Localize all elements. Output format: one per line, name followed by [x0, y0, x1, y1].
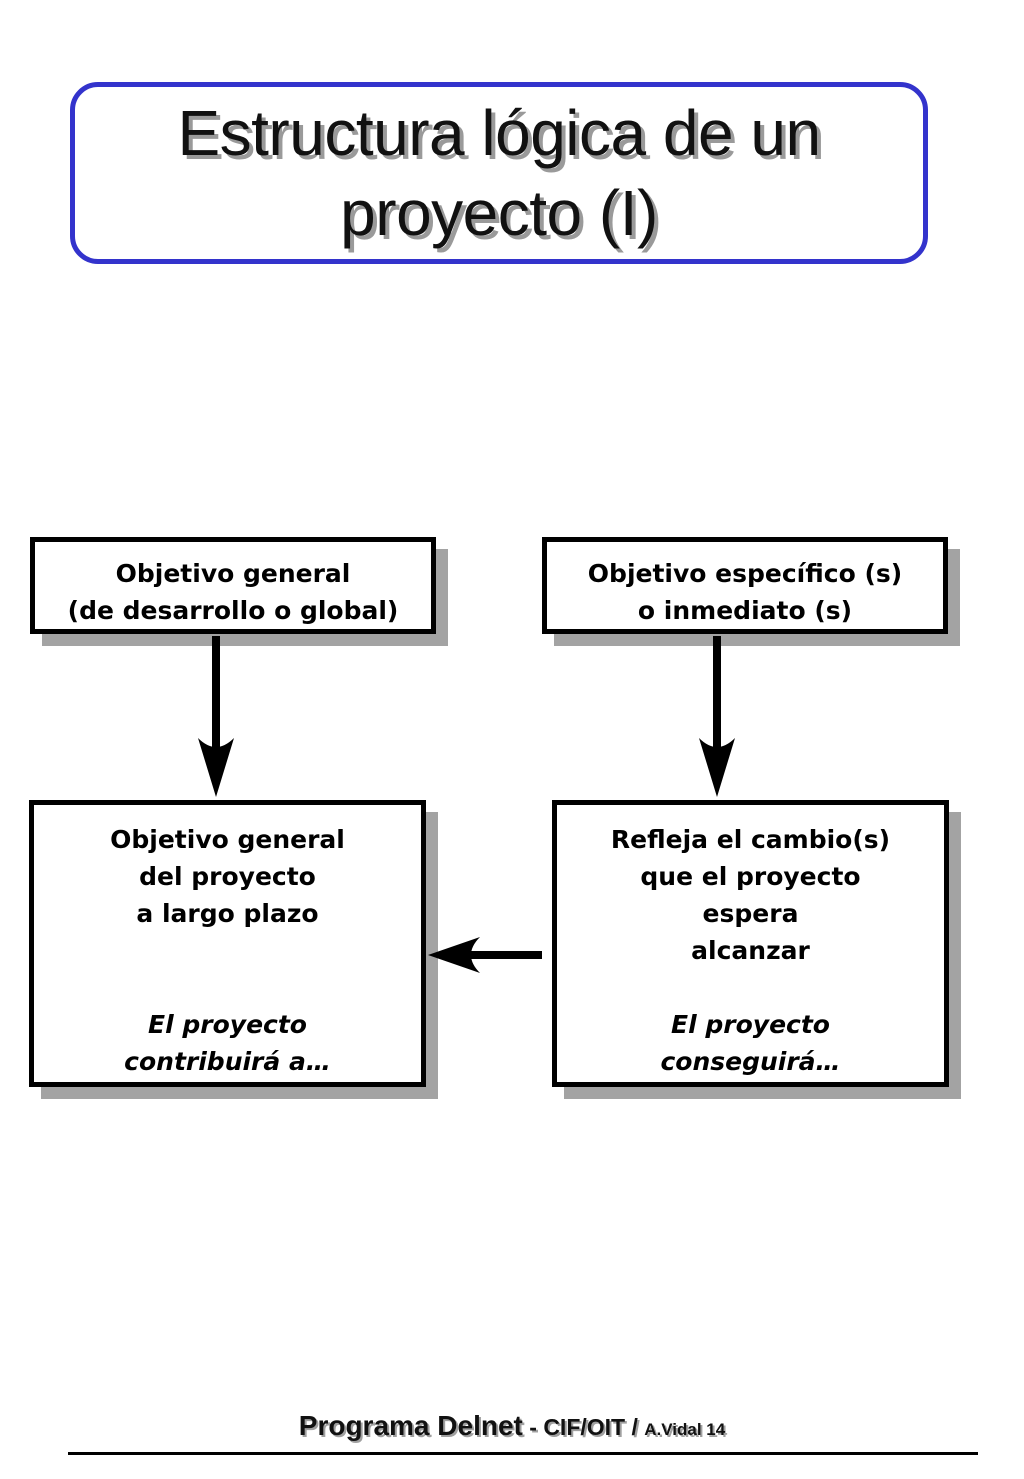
box-text: Objetivo general	[115, 559, 351, 588]
box-general-objective: Objetivo general (de desarrollo o global…	[30, 537, 436, 634]
box-text: a largo plazo	[136, 899, 319, 928]
box-general-objective-detail: Objetivo general del proyecto a largo pl…	[29, 800, 426, 1087]
box-text: Objetivo general	[110, 825, 345, 854]
footer: Programa Delnet - CIF/OIT / A.Vidal 14	[0, 1410, 1024, 1442]
box-italic-text: conseguirá…	[660, 1047, 841, 1076]
box-text: del proyecto	[139, 862, 316, 891]
arrow-left	[428, 937, 542, 973]
box-text: espera	[702, 899, 799, 928]
box-italic-text: El proyecto	[671, 1010, 830, 1039]
box-text: o inmediato (s)	[637, 596, 853, 625]
footer-separator: /	[625, 1414, 645, 1440]
box-text: Objetivo específico (s)	[587, 559, 903, 588]
box-text: alcanzar	[691, 936, 810, 965]
box-specific-objective-detail: Refleja el cambio(s) que el proyecto esp…	[552, 800, 949, 1087]
footer-org: CIF/OIT	[543, 1414, 626, 1440]
arrow-down-right	[699, 636, 735, 797]
arrow-down-left	[198, 636, 234, 797]
footer-separator: -	[522, 1414, 544, 1440]
title-line-1: Estructura lógica de un	[177, 97, 821, 169]
box-text: Refleja el cambio(s)	[610, 825, 891, 854]
title-box: Estructura lógica de un proyecto (I)	[70, 82, 928, 264]
box-specific-objective: Objetivo específico (s) o inmediato (s)	[542, 537, 948, 634]
title-line-2: proyecto (I)	[340, 177, 658, 249]
footer-program: Programa Delnet	[298, 1410, 523, 1441]
box-text: que el proyecto	[640, 862, 861, 891]
box-text: (de desarrollo o global)	[67, 596, 399, 625]
footer-author: A.Vidal 14	[644, 1420, 726, 1439]
box-italic-text: El proyecto	[148, 1010, 307, 1039]
footer-rule	[68, 1452, 978, 1455]
box-italic-text: contribuirá a…	[124, 1047, 331, 1076]
